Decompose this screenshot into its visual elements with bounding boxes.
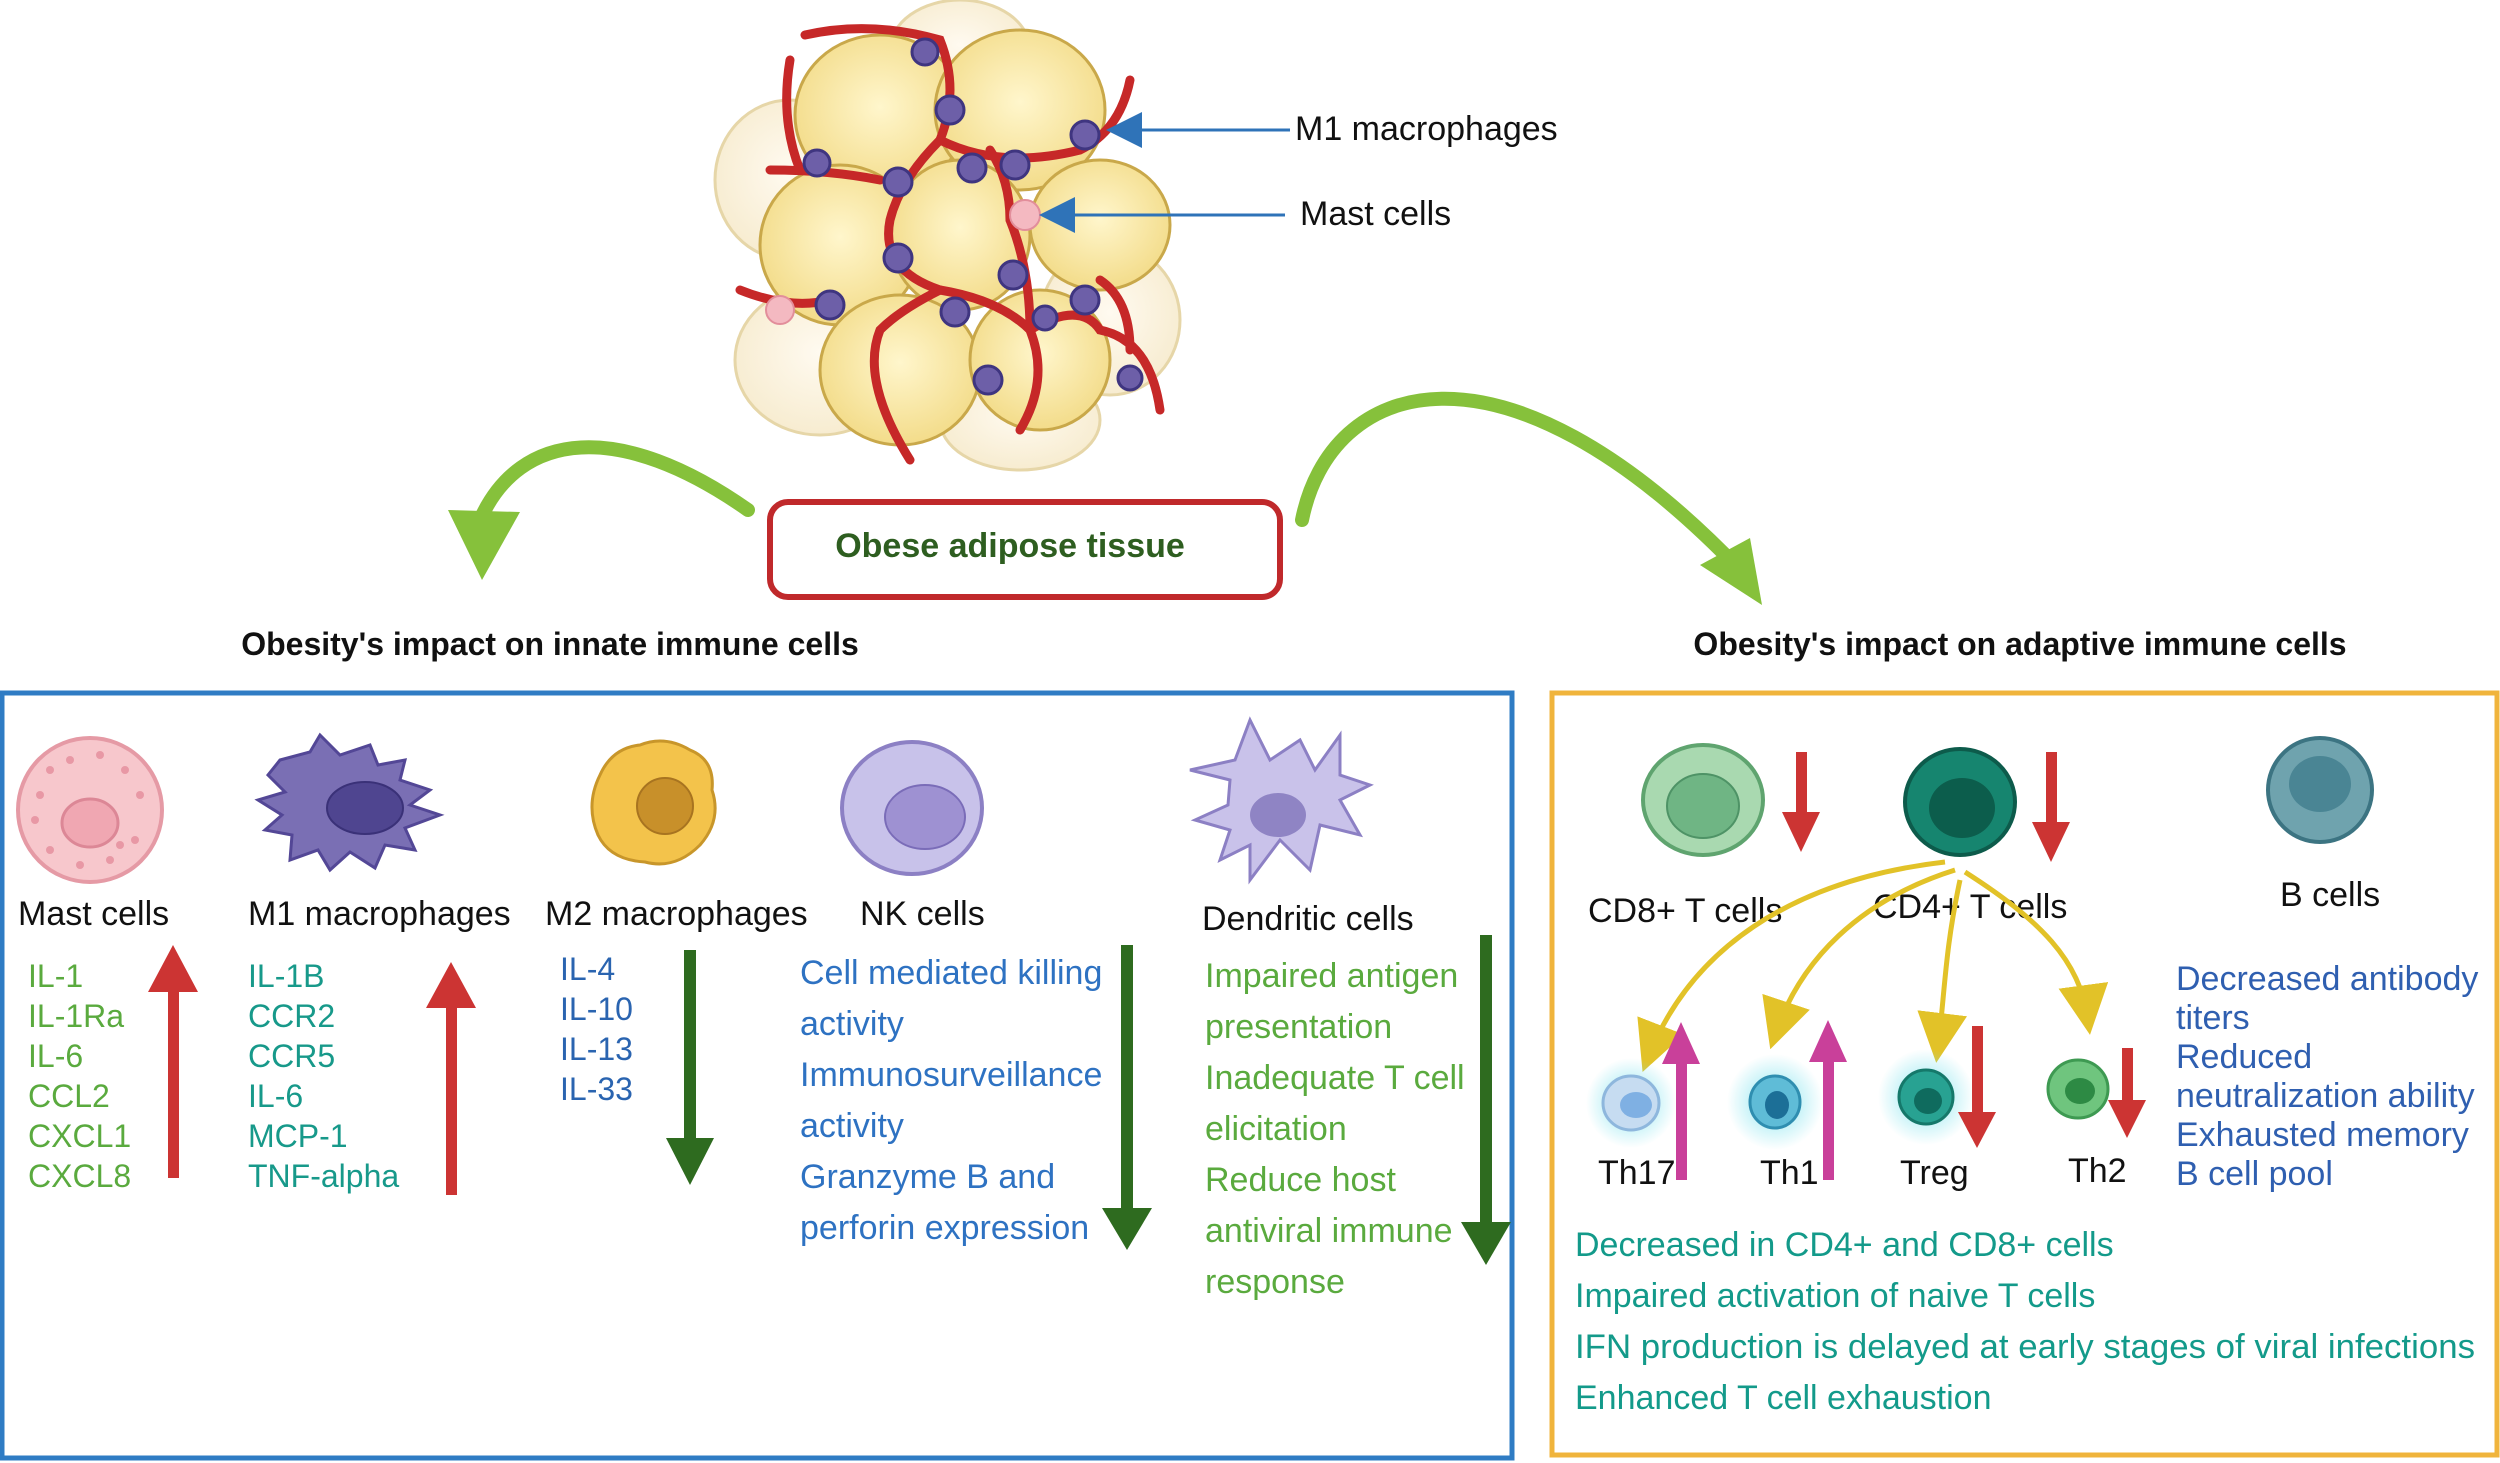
text-line: MCP-1 (248, 1118, 348, 1154)
up-arrow-th1 (1809, 1020, 1847, 1180)
cd8-t-cells-label: CD8+ T cells (1588, 892, 1782, 930)
text-line: Impaired activation of naive T cells (1575, 1277, 2095, 1315)
curved-arrow-left (448, 440, 755, 580)
text-line: B cell pool (2176, 1155, 2333, 1193)
m2-macrophage-icon (590, 739, 717, 866)
down-arrow-th2 (2108, 1048, 2146, 1138)
treg-label: Treg (1900, 1154, 1969, 1192)
text-line: perforin expression (800, 1209, 1089, 1247)
up-arrow-th17 (1662, 1022, 1700, 1180)
text-line: IL-1 (28, 958, 83, 994)
nk-effect-list: Cell mediated killing activity Immunosur… (800, 954, 1102, 1247)
text-line: Enhanced T cell exhaustion (1575, 1379, 1991, 1417)
down-arrow-dendritic (1461, 935, 1511, 1265)
callout-m1-label: M1 macrophages (1295, 110, 1558, 148)
text-line: IL-6 (248, 1078, 303, 1114)
differentiation-arrows (1637, 859, 2109, 1072)
dendritic-effect-list: Impaired antigen presentation Inadequate… (1205, 957, 1465, 1301)
th17-label: Th17 (1598, 1154, 1676, 1192)
mast-cell-icon (16, 736, 164, 884)
text-line: CXCL8 (28, 1158, 131, 1194)
adaptive-heading: Obesity's impact on adaptive immune cell… (1693, 626, 2346, 662)
cd4-t-cell-icon (1903, 747, 2017, 857)
adipose-tissue-illustration (713, 0, 1182, 472)
mast-cytokine-list: IL-1 IL-1Ra IL-6 CCL2 CXCL1 CXCL8 (28, 958, 131, 1194)
th17-cell-icon (1586, 1058, 1676, 1148)
text-line: Reduced (2176, 1038, 2312, 1076)
up-arrow-m1 (426, 962, 476, 1195)
text-line: Decreased antibody (2176, 960, 2478, 998)
b-cell-icon (2266, 736, 2374, 844)
text-line: IL-13 (560, 1031, 633, 1067)
text-line: Immunosurveillance (800, 1056, 1102, 1094)
text-line: IL-10 (560, 991, 633, 1027)
text-line: titers (2176, 999, 2250, 1037)
t-cell-effect-list: Decreased in CD4+ and CD8+ cells Impaire… (1575, 1226, 2475, 1417)
text-line: Reduce host (1205, 1161, 1396, 1199)
innate-panel (0, 690, 1515, 1461)
m2-macrophages-label: M2 macrophages (545, 895, 808, 933)
down-arrow-nk (1102, 945, 1152, 1250)
page-title: Obese adipose tissue (835, 527, 1185, 565)
dendritic-cells-label: Dendritic cells (1202, 900, 1414, 938)
text-line: response (1205, 1263, 1345, 1301)
th2-cell-icon (2046, 1058, 2110, 1120)
cd8-t-cell-icon (1641, 743, 1765, 857)
text-line: CXCL1 (28, 1118, 131, 1154)
text-line: IL-33 (560, 1071, 633, 1107)
text-line: IFN production is delayed at early stage… (1575, 1328, 2475, 1366)
text-line: activity (800, 1005, 904, 1043)
nk-cell-icon (840, 740, 984, 876)
text-line: presentation (1205, 1008, 1392, 1046)
callout-mast-label: Mast cells (1300, 195, 1451, 233)
text-line: TNF-alpha (248, 1158, 399, 1194)
text-line: IL-1Ra (28, 998, 124, 1034)
callout-mast: Mast cells (1039, 195, 1451, 233)
dendritic-cell-icon (1189, 716, 1374, 885)
down-arrow-m2 (666, 950, 714, 1185)
th2-label: Th2 (2068, 1152, 2127, 1190)
down-arrow-cd8 (1782, 752, 1820, 852)
m1-macrophages-in-tissue (802, 37, 1144, 396)
text-line: antiviral immune (1205, 1212, 1453, 1250)
treg-cell-icon (1878, 1049, 1974, 1145)
b-cell-effect-list: Decreased antibody titers Reduced neutra… (2176, 960, 2478, 1193)
obese-adipose-title-box: Obese adipose tissue (767, 499, 1283, 600)
text-line: IL-6 (28, 1038, 83, 1074)
mast-cells-label: Mast cells (18, 895, 169, 933)
adaptive-panel (1549, 690, 2500, 1458)
innate-heading: Obesity's impact on innate immune cells (241, 626, 859, 662)
th1-label: Th1 (1760, 1154, 1819, 1192)
callout-m1: M1 macrophages (1106, 110, 1558, 148)
text-line: CCR5 (248, 1038, 335, 1074)
m1-macrophages-label: M1 macrophages (248, 895, 511, 933)
m1-cytokine-list: IL-1B CCR2 CCR5 IL-6 MCP-1 TNF-alpha (248, 958, 399, 1194)
text-line: Cell mediated killing (800, 954, 1102, 992)
text-line: elicitation (1205, 1110, 1347, 1148)
th1-cell-icon (1727, 1054, 1823, 1150)
text-line: IL-1B (248, 958, 324, 994)
up-arrow-mast (148, 945, 198, 1178)
b-cells-label: B cells (2280, 876, 2380, 914)
m2-cytokine-list: IL-4 IL-10 IL-13 IL-33 (560, 951, 633, 1107)
nk-cells-label: NK cells (860, 895, 985, 933)
text-line: IL-4 (560, 951, 615, 987)
text-line: Inadequate T cell (1205, 1059, 1465, 1097)
text-line: CCL2 (28, 1078, 110, 1114)
text-line: Granzyme B and (800, 1158, 1055, 1196)
text-line: Impaired antigen (1205, 957, 1458, 995)
cd4-t-cells-label: CD4+ T cells (1873, 888, 2067, 926)
text-line: Exhausted memory (2176, 1116, 2469, 1154)
curved-arrow-right (1295, 391, 1762, 605)
text-line: CCR2 (248, 998, 335, 1034)
down-arrow-treg (1958, 1026, 1996, 1148)
m1-macrophage-icon (254, 732, 445, 873)
text-line: Decreased in CD4+ and CD8+ cells (1575, 1226, 2114, 1264)
text-line: neutralization ability (2176, 1077, 2475, 1115)
text-line: activity (800, 1107, 904, 1145)
mast-cells-in-tissue (765, 199, 1041, 325)
down-arrow-cd4 (2032, 752, 2070, 862)
